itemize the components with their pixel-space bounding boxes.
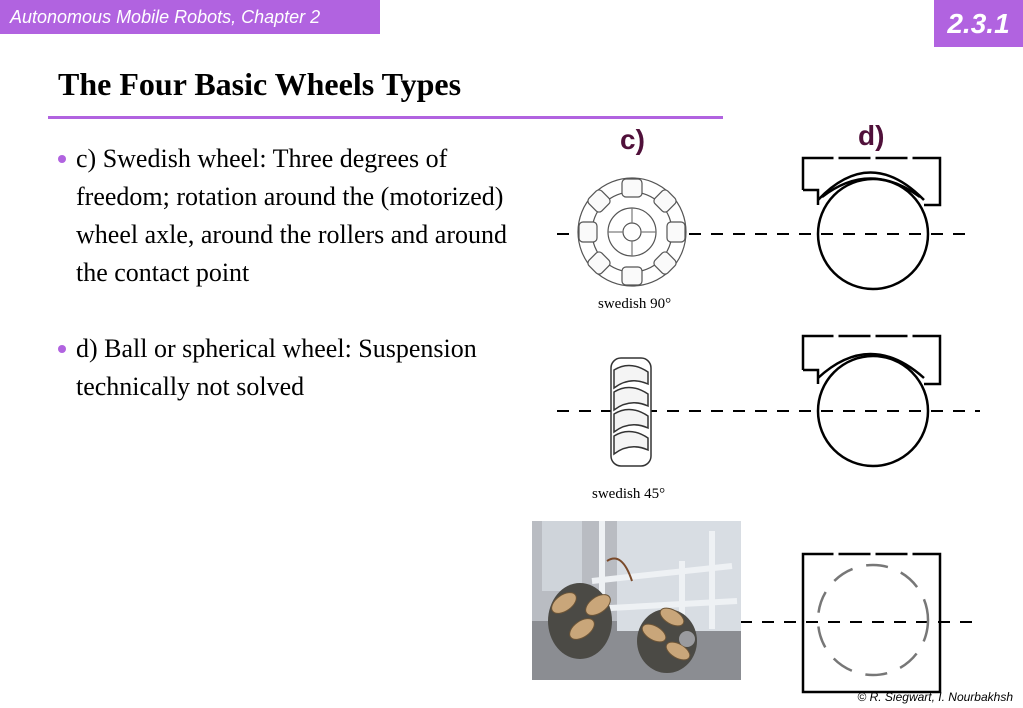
swedish-90-wheel-icon [577,177,687,287]
ball-wheel-diagram-1 [801,156,942,291]
ball-wheel-diagram-3 [801,552,942,694]
bullet-list: c) Swedish wheel: Three degrees of freed… [58,140,518,406]
bullet-dot-icon [58,155,66,163]
bullet-text: c) Swedish wheel: Three degrees of freed… [76,144,508,287]
bullet-item-swedish: c) Swedish wheel: Three degrees of freed… [58,140,518,292]
robot-photo [532,521,741,680]
ball-wheel-diagram-2 [801,334,942,468]
caption-swedish-45: swedish 45° [592,486,666,502]
caption-swedish-90: swedish 90° [598,296,672,312]
copyright-note: © R. Siegwart, I. Nourbakhsh [857,690,1013,704]
slide-title: The Four Basic Wheels Types [58,66,462,102]
panel-label-d: d) [858,120,885,151]
title-underline [48,116,723,119]
bullet-text: d) Ball or spherical wheel: Suspension t… [76,334,477,401]
panel-label-c: c) [620,124,645,155]
course-header: Autonomous Mobile Robots, Chapter 2 [0,0,380,34]
bullet-item-ball: d) Ball or spherical wheel: Suspension t… [58,330,518,406]
swedish-45-wheel-icon [610,357,652,467]
section-number-badge: 2.3.1 [934,0,1023,47]
bullet-dot-icon [58,345,66,353]
